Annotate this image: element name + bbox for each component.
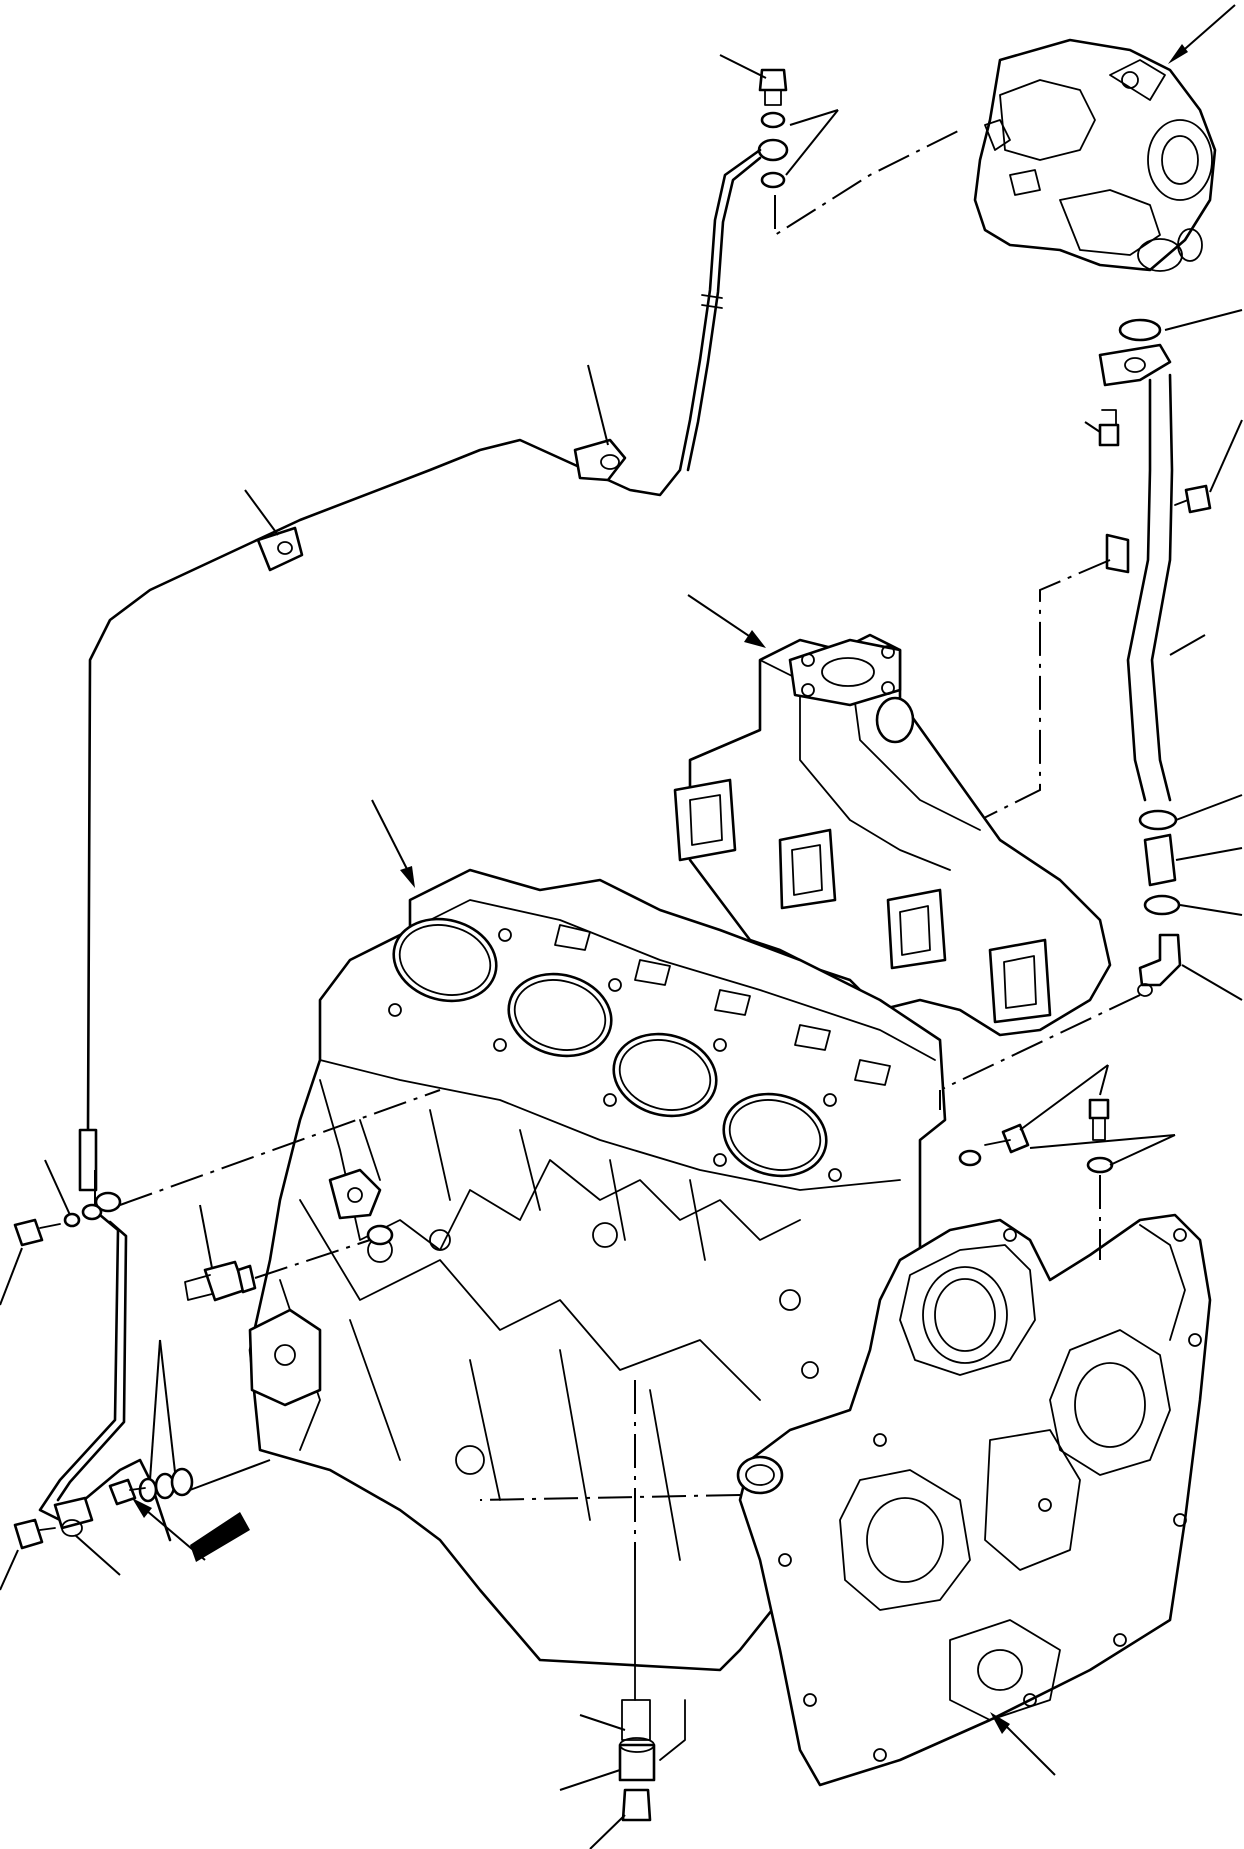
oil-pressure-switch	[184, 1260, 257, 1302]
filled-arrow	[190, 1512, 250, 1562]
gear-case-bolts	[958, 1098, 1114, 1174]
oil-return-pipe	[1098, 318, 1212, 997]
dowel-assembly	[618, 1559, 686, 1822]
oil-pipe-lower	[13, 1128, 194, 1550]
oil-feed-pipe	[86, 68, 789, 1132]
callout-arrowhead	[1168, 44, 1188, 64]
turbocharger	[973, 38, 1217, 272]
front-gear-case	[736, 1213, 1212, 1787]
exhaust-manifold	[673, 633, 1112, 1037]
callout-leader	[1177, 4, 1236, 56]
block-port	[366, 1224, 394, 1246]
